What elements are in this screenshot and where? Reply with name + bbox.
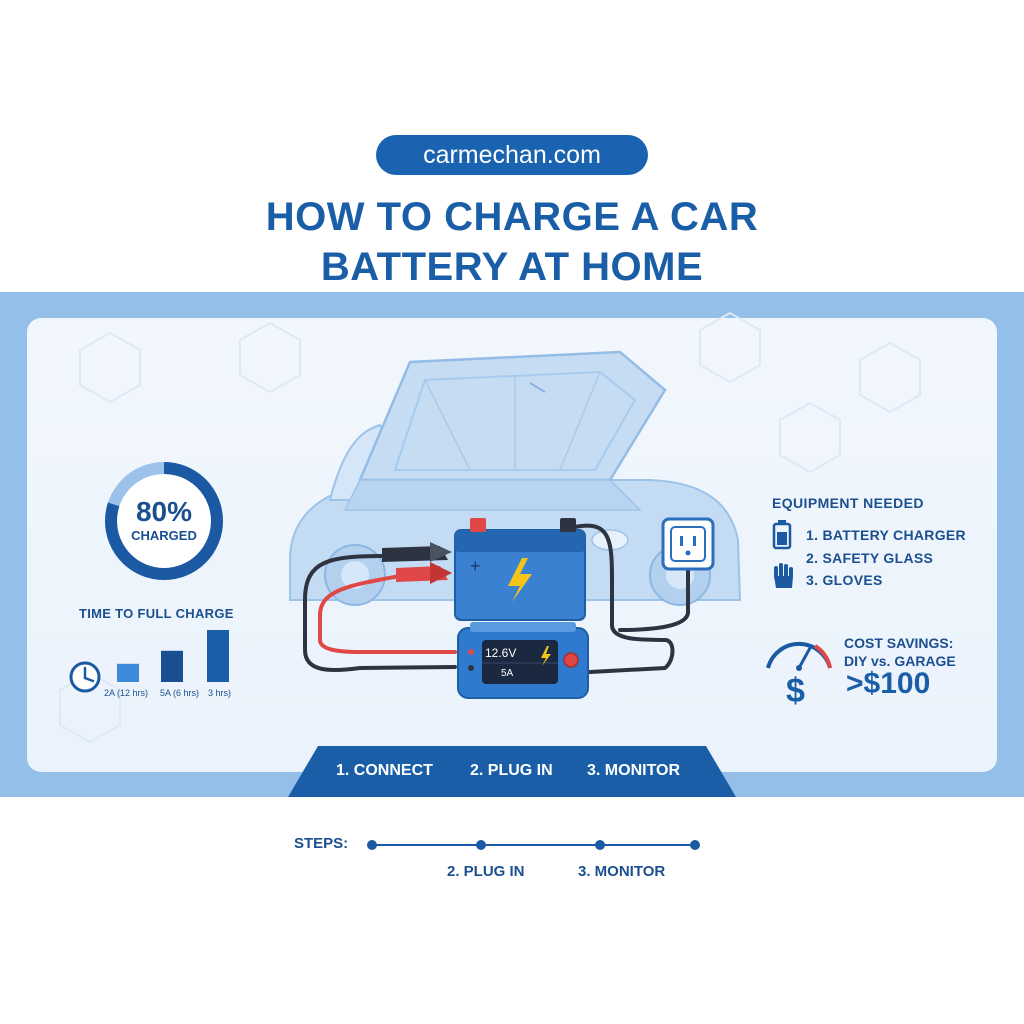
charger-voltage: 12.6V	[485, 646, 517, 660]
charge-gauge	[105, 462, 223, 580]
step-connect[interactable]: 1. CONNECT	[336, 762, 433, 779]
equipment-item-3: 3. GLOVES	[806, 572, 883, 588]
bar-label-2: 5A (6 hrs)	[160, 688, 200, 698]
charge-percent: 80%	[135, 496, 193, 527]
equipment-item-1: 1. BATTERY CHARGER	[806, 527, 966, 543]
lightning-bolt-icon	[508, 558, 532, 602]
cost-savings-value: >$100	[846, 667, 931, 700]
bar-label-1: 2A (12 hrs)	[104, 688, 149, 698]
time-bar-2	[161, 650, 183, 682]
red-clamp	[396, 562, 452, 584]
equipment-title: EQUIPMENT NEEDED	[772, 495, 924, 511]
charger-display	[482, 640, 558, 684]
dollar-icon: $	[786, 672, 805, 710]
cost-savings-title: COST SAVINGS: DIY vs. GARAGE	[844, 634, 956, 670]
power-outlet-icon	[661, 517, 715, 571]
cost-title-line-2: DIY vs. GARAGE	[844, 653, 956, 669]
equipment-item-2: 2. SAFETY GLASS	[806, 550, 934, 566]
battery-icon	[772, 520, 792, 550]
black-clamp	[382, 542, 452, 562]
time-bars	[117, 630, 229, 682]
timeline-label-monitor: 3. MONITOR	[578, 863, 666, 880]
steps-timeline	[367, 840, 700, 850]
time-to-full-title: TIME TO FULL CHARGE	[79, 606, 234, 621]
charge-label: CHARGED	[131, 528, 197, 543]
steps-caption: STEPS:	[294, 835, 349, 852]
site-badge[interactable]: carmechan.com	[376, 135, 648, 175]
cost-title-line-1: COST SAVINGS:	[844, 635, 954, 651]
svg-text:+: +	[470, 556, 481, 576]
clock-icon	[69, 661, 101, 693]
car-battery: +	[454, 518, 586, 621]
charging-cables	[303, 523, 690, 674]
battery-charger[interactable]	[457, 622, 589, 699]
title-line-2: BATTERY AT HOME	[320, 245, 704, 289]
title-line-1: HOW TO CHARGE A CAR	[265, 195, 759, 239]
time-bar-1	[117, 663, 139, 682]
glove-icon	[774, 563, 793, 588]
time-bar-3	[207, 630, 229, 682]
page-title: HOW TO CHARGE A CAR BATTERY AT HOME	[0, 192, 1024, 292]
charger-power-button[interactable]	[563, 652, 579, 668]
steps-bar-bg	[288, 746, 736, 797]
step-monitor[interactable]: 3. MONITOR	[587, 762, 681, 779]
bar-label-3: 3 hrs)	[208, 688, 232, 698]
site-name: carmechan.com	[423, 140, 601, 169]
charger-amps: 5A	[501, 668, 514, 679]
timeline-label-plug-in: 2. PLUG IN	[447, 863, 525, 880]
gauge-label: 80% CHARGED	[104, 496, 224, 543]
step-plug-in[interactable]: 2. PLUG IN	[470, 762, 553, 779]
speedometer-icon	[766, 641, 832, 671]
